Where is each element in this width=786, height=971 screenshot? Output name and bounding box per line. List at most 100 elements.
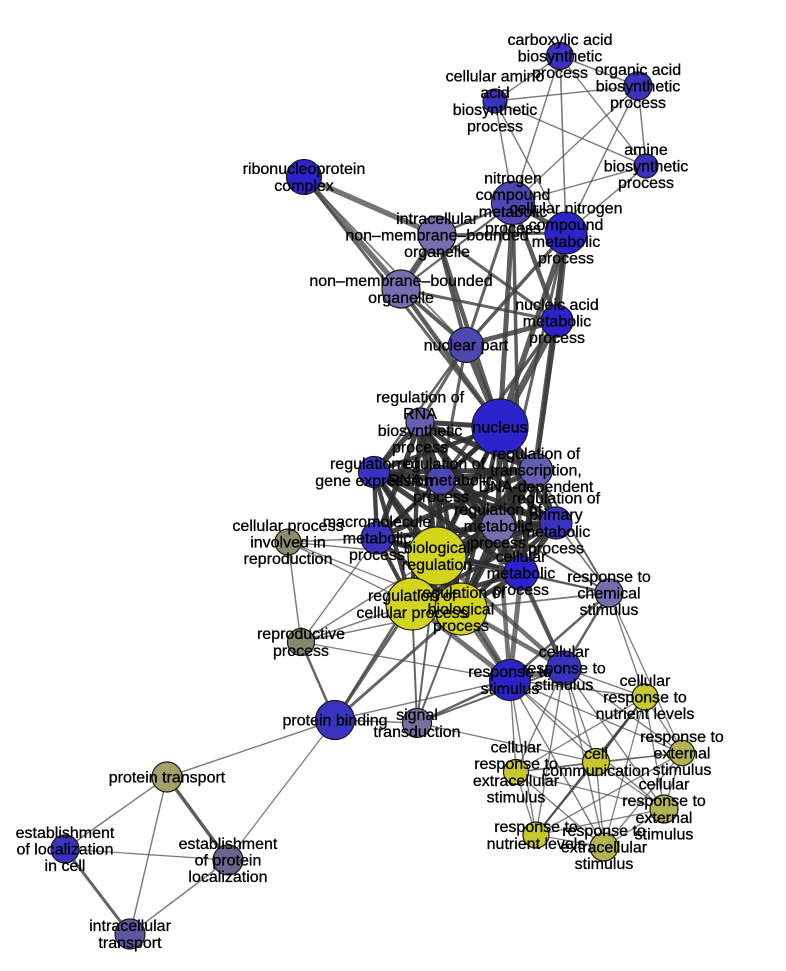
svg-text:establishment: establishment [16,825,115,842]
svg-text:nitrogen: nitrogen [484,171,542,188]
svg-text:protein binding: protein binding [283,713,388,730]
svg-text:process: process [349,547,405,564]
svg-text:transport: transport [98,935,162,952]
svg-text:stimulus: stimulus [635,826,694,843]
svg-text:signal: signal [396,707,438,724]
svg-text:cellular amino: cellular amino [446,69,545,86]
svg-text:nucleus: nucleus [472,420,527,437]
svg-text:process: process [467,118,523,135]
svg-text:process: process [529,330,585,347]
svg-text:response to: response to [562,823,646,840]
svg-text:regulation of: regulation of [330,456,419,473]
svg-text:compound: compound [476,187,551,204]
svg-text:non–membrane–bounded: non–membrane–bounded [309,273,492,290]
svg-text:biosynthetic: biosynthetic [604,159,689,176]
svg-text:stimulus: stimulus [575,856,634,873]
svg-text:regulation of: regulation of [417,585,506,602]
svg-text:nuclear part: nuclear part [424,338,509,355]
svg-text:cell: cell [584,746,608,763]
svg-text:process: process [392,439,448,456]
svg-text:regulation of: regulation of [492,446,581,463]
svg-text:establishment: establishment [179,836,278,853]
svg-text:cellular process: cellular process [232,518,343,535]
svg-text:chemical: chemical [577,586,640,603]
svg-text:cellular: cellular [539,644,590,661]
svg-text:DNA-dependent: DNA-dependent [479,479,594,496]
svg-text:response to: response to [603,690,687,707]
svg-text:complex: complex [274,178,334,195]
svg-text:stimulus: stimulus [653,762,712,779]
svg-text:response to: response to [522,661,606,678]
svg-text:regulation of: regulation of [376,390,465,407]
svg-text:of localization: of localization [17,842,114,859]
svg-text:cellular: cellular [620,673,671,690]
svg-text:intracellular: intracellular [396,211,478,228]
svg-text:metabolic: metabolic [479,204,547,221]
svg-text:process: process [493,582,549,599]
svg-text:nutrient levels: nutrient levels [596,706,695,723]
svg-text:transduction: transduction [373,724,460,741]
svg-text:metabolic: metabolic [523,314,591,331]
svg-text:involved in: involved in [250,535,326,552]
svg-text:transcription,: transcription, [490,463,582,480]
svg-text:metabolic: metabolic [522,524,590,541]
svg-text:reproductive: reproductive [257,626,345,643]
svg-text:process: process [273,643,329,660]
svg-text:protein transport: protein transport [109,770,226,787]
svg-text:RNA: RNA [403,406,437,423]
svg-text:regulation of: regulation of [454,502,543,519]
svg-text:response to: response to [494,819,578,836]
svg-text:cellular: cellular [491,740,542,757]
svg-text:stimulus: stimulus [481,681,540,698]
svg-text:process: process [433,618,489,635]
svg-text:metabolic: metabolic [464,519,532,536]
svg-text:biological: biological [404,540,471,557]
svg-text:macromolecule: macromolecule [323,514,432,531]
svg-text:metabolic: metabolic [487,566,555,583]
svg-text:process: process [485,220,541,237]
svg-text:biosynthetic: biosynthetic [378,423,463,440]
svg-text:stimulus: stimulus [535,677,594,694]
svg-text:response to: response to [640,729,724,746]
svg-text:process: process [528,540,584,557]
svg-text:regulation of: regulation of [368,588,457,605]
svg-text:process: process [538,250,594,267]
svg-text:non–membrane–bounded: non–membrane–bounded [345,228,528,245]
svg-text:regulation of: regulation of [397,456,486,473]
svg-text:organic acid: organic acid [595,62,681,79]
svg-text:biological: biological [428,602,495,619]
svg-text:biosynthetic: biosynthetic [518,49,603,66]
svg-text:biosynthetic: biosynthetic [453,102,538,119]
svg-text:communication: communication [542,763,650,780]
svg-text:amine: amine [624,142,668,159]
svg-text:biosynthetic: biosynthetic [596,79,681,96]
svg-text:cellular: cellular [639,777,690,794]
svg-text:regulation: regulation [402,557,472,574]
svg-text:cellular process: cellular process [356,605,467,622]
svg-text:in cell: in cell [45,858,86,875]
svg-text:process: process [610,95,666,112]
svg-text:nutrient levels: nutrient levels [487,836,586,853]
svg-text:stimulus: stimulus [487,789,546,806]
svg-text:primary: primary [529,507,582,524]
svg-text:process: process [470,535,526,552]
svg-text:cellular nitrogen: cellular nitrogen [510,201,623,218]
svg-text:metabolic: metabolic [343,531,411,548]
svg-text:process: process [413,489,469,506]
svg-text:RNA metabolic: RNA metabolic [388,473,494,490]
svg-text:external: external [654,746,711,763]
svg-text:metabolic: metabolic [532,234,600,251]
svg-text:response to: response to [622,793,706,810]
svg-text:cellular: cellular [496,549,547,566]
svg-text:regulation of: regulation of [512,491,601,508]
svg-text:ribonucleoprotein: ribonucleoprotein [243,161,366,178]
svg-text:organelle: organelle [404,244,470,261]
svg-text:process: process [618,175,674,192]
svg-text:acid: acid [480,85,509,102]
svg-text:extracellular: extracellular [561,840,648,857]
svg-text:response to: response to [567,569,651,586]
svg-text:intracellular: intracellular [89,918,171,935]
svg-text:response to: response to [474,756,558,773]
svg-text:localization: localization [188,869,267,886]
svg-text:nucleic acid: nucleic acid [515,297,599,314]
